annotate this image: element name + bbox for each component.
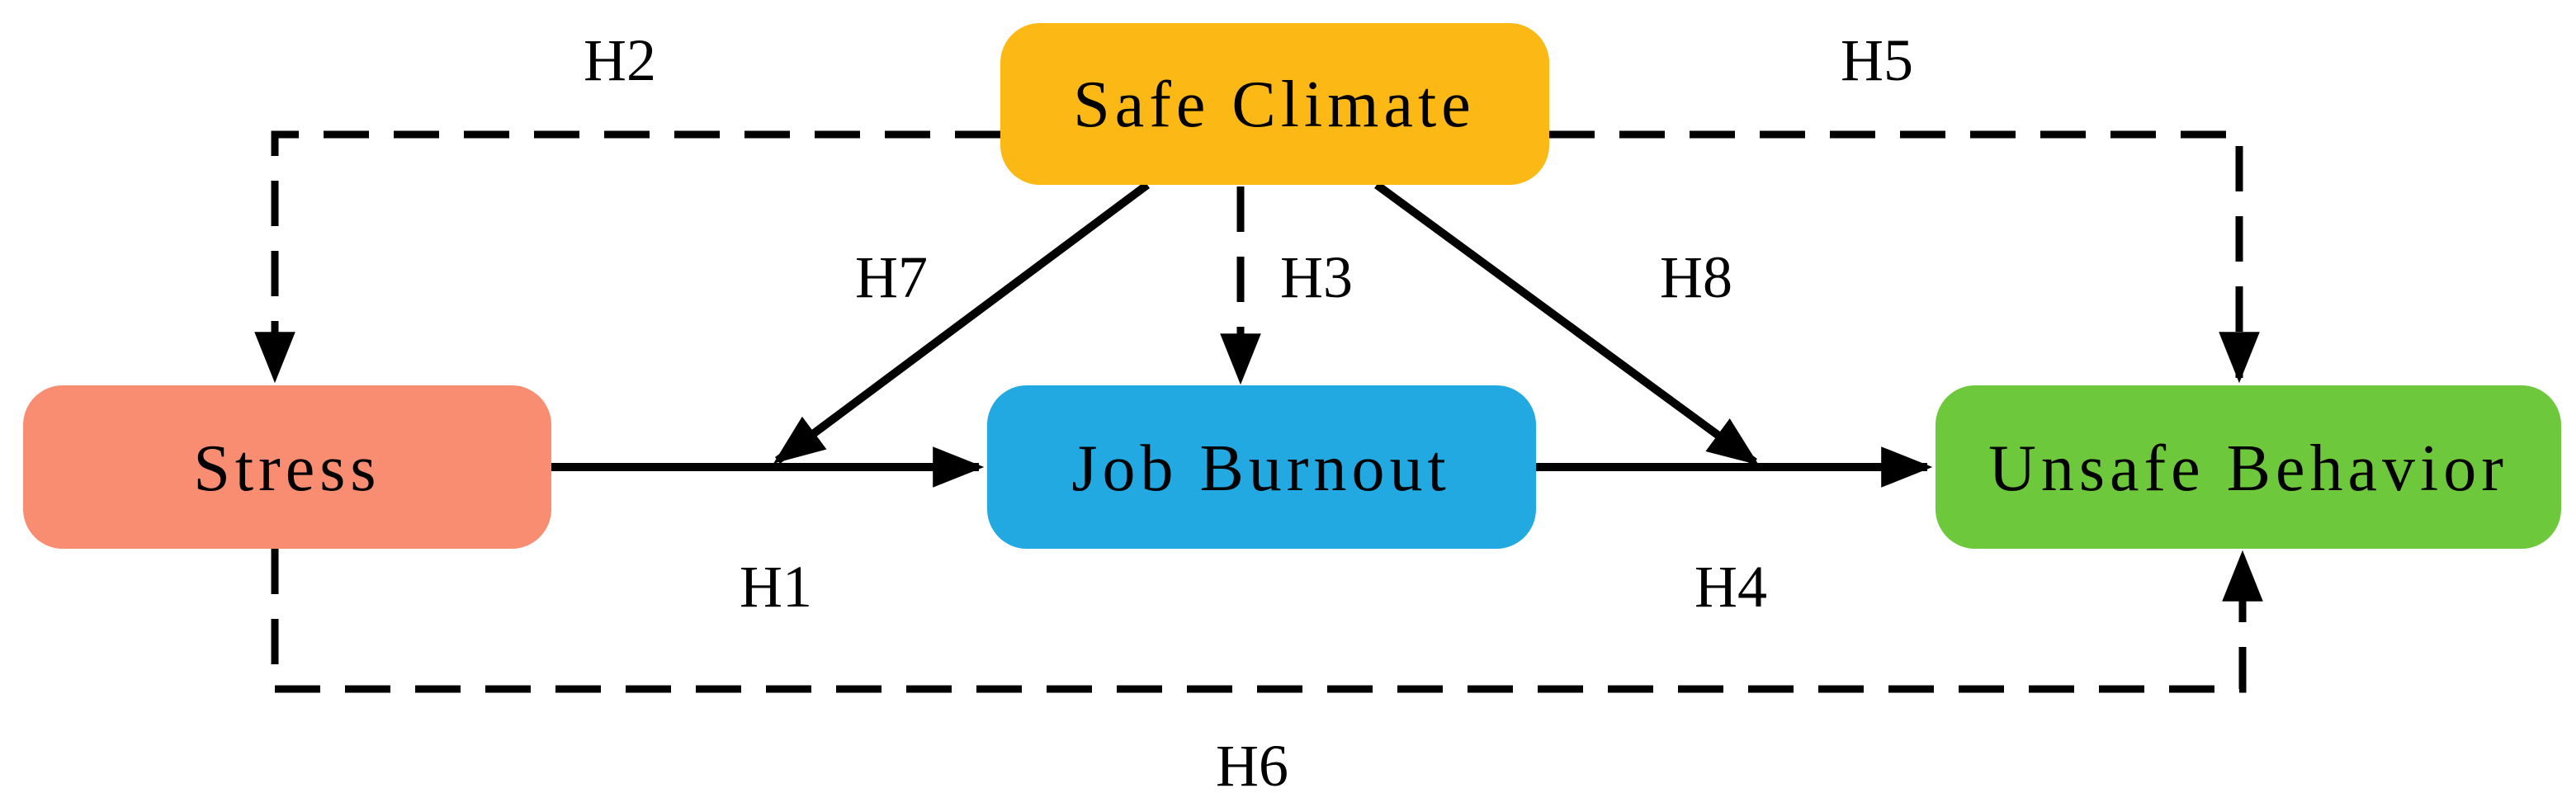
node-job-burnout-box (987, 385, 1536, 549)
node-stress-label: Stress (193, 432, 380, 505)
label-h6: H6 (1216, 733, 1288, 793)
node-safe-climate-label: Safe Climate (1073, 68, 1475, 141)
label-h2: H2 (584, 27, 656, 93)
node-unsafe-behavior-label: Unsafe Behavior (1988, 432, 2508, 505)
edge-h8-safeclimate-to-h4-path (1374, 181, 1759, 466)
node-safe-climate-box (1000, 23, 1549, 185)
node-job-burnout-label: Job Burnout (1071, 432, 1450, 505)
label-h5: H5 (1841, 27, 1913, 93)
label-h1: H1 (740, 554, 812, 620)
label-h7: H7 (855, 244, 928, 310)
node-unsafe-behavior: Unsafe Behavior (1936, 385, 2561, 549)
edge-h2-safeclimate-to-stress (254, 130, 1000, 384)
label-h3: H3 (1280, 244, 1353, 310)
node-stress-box (23, 385, 551, 549)
node-stress: Stress (23, 385, 551, 549)
label-h8: H8 (1660, 244, 1732, 310)
edge-h5-safeclimate-to-unsafebehavior (1549, 130, 2260, 384)
node-safe-climate: Safe Climate (1000, 23, 1549, 185)
label-h4: H4 (1694, 554, 1767, 620)
node-job-burnout: Job Burnout (987, 385, 1536, 549)
node-unsafe-behavior-box (1936, 385, 2561, 549)
edge-h7-safeclimate-to-h1-path (773, 181, 1150, 465)
edge-h6-stress-to-unsafebehavior (271, 549, 2263, 693)
